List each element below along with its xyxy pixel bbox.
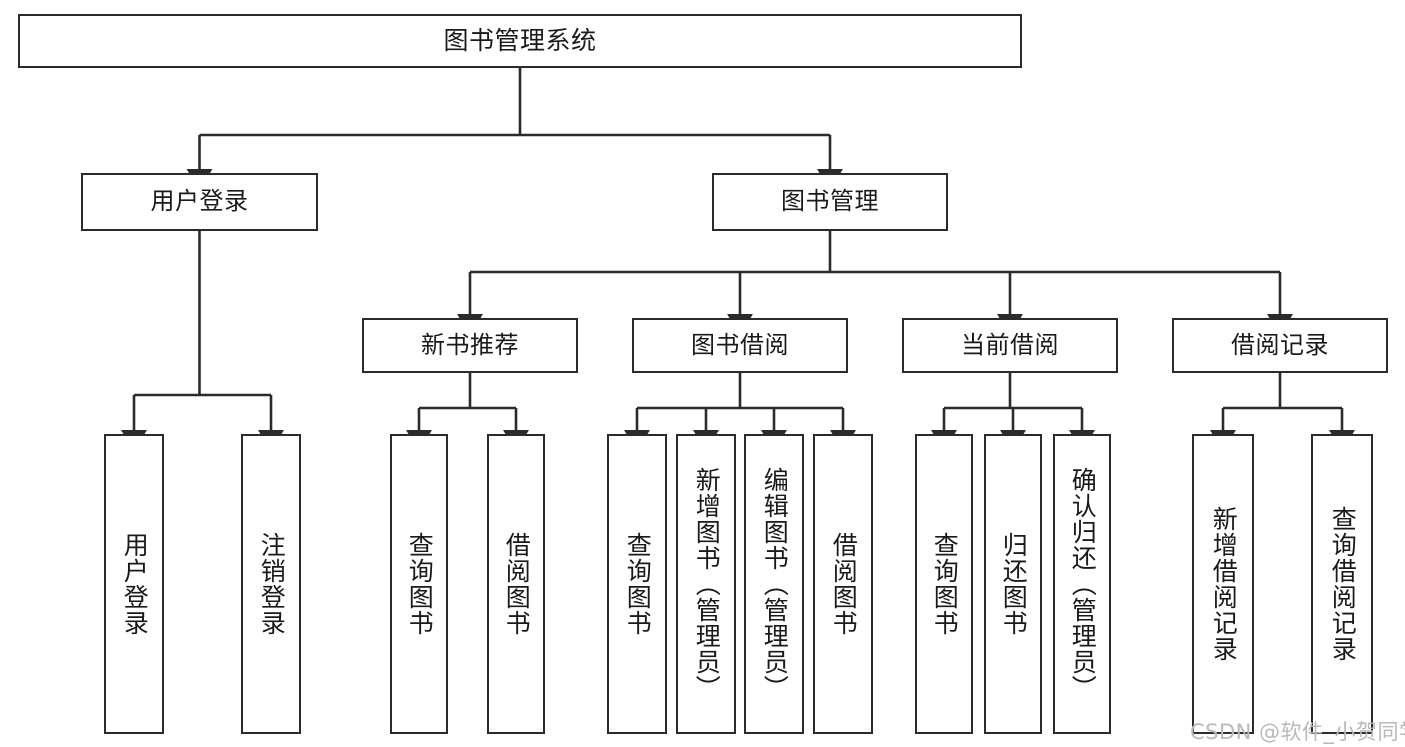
node-label-book-borrow: 图书借阅 xyxy=(691,330,789,359)
node-label-borrow-add-book: 新增图书（管理员） xyxy=(692,467,722,701)
watermark-text: CSDN @软件_小贺同学 xyxy=(1190,720,1405,744)
node-label-book-manage: 图书管理 xyxy=(781,187,879,216)
node-label-current-borrow: 当前借阅 xyxy=(961,330,1059,359)
node-recommend-borrow-book[interactable]: 借阅图书 xyxy=(487,434,545,734)
node-label-new-book-recommend: 新书推荐 xyxy=(421,330,519,359)
node-record-add[interactable]: 新增借阅记录 xyxy=(1192,434,1254,734)
node-label-borrow-record: 借阅记录 xyxy=(1231,330,1329,359)
node-root[interactable]: 图书管理系统 xyxy=(18,14,1022,68)
node-borrow-edit-book[interactable]: 编辑图书（管理员） xyxy=(744,434,804,734)
node-label-current-confirm-return: 确认归还（管理员） xyxy=(1068,467,1098,701)
node-recommend-query-book[interactable]: 查询图书 xyxy=(390,434,448,734)
node-borrow-borrow-book[interactable]: 借阅图书 xyxy=(813,434,873,734)
node-book-manage[interactable]: 图书管理 xyxy=(712,173,948,231)
node-current-return-book[interactable]: 归还图书 xyxy=(984,434,1042,734)
node-current-confirm-return[interactable]: 确认归还（管理员） xyxy=(1053,434,1111,734)
node-user-login-do[interactable]: 用户登录 xyxy=(104,434,164,734)
node-user-logout[interactable]: 注销登录 xyxy=(241,434,301,734)
node-book-borrow[interactable]: 图书借阅 xyxy=(632,318,848,373)
node-label-recommend-borrow-book: 借阅图书 xyxy=(502,532,532,636)
node-current-query-book[interactable]: 查询图书 xyxy=(915,434,973,734)
node-record-query[interactable]: 查询借阅记录 xyxy=(1311,434,1373,734)
node-label-borrow-query-book: 查询图书 xyxy=(623,532,653,636)
node-borrow-record[interactable]: 借阅记录 xyxy=(1172,318,1388,373)
node-label-user-logout: 注销登录 xyxy=(257,532,287,636)
node-label-record-query: 查询借阅记录 xyxy=(1328,506,1358,662)
node-label-root: 图书管理系统 xyxy=(443,25,597,55)
node-label-borrow-edit-book: 编辑图书（管理员） xyxy=(760,467,790,701)
node-label-record-add: 新增借阅记录 xyxy=(1209,506,1239,662)
node-borrow-query-book[interactable]: 查询图书 xyxy=(607,434,667,734)
node-label-current-return-book: 归还图书 xyxy=(999,532,1029,636)
node-label-user-login: 用户登录 xyxy=(150,187,249,216)
node-label-recommend-query-book: 查询图书 xyxy=(405,532,435,636)
node-current-borrow[interactable]: 当前借阅 xyxy=(902,318,1118,373)
node-user-login[interactable]: 用户登录 xyxy=(81,173,318,231)
node-label-borrow-borrow-book: 借阅图书 xyxy=(829,532,859,636)
node-label-current-query-book: 查询图书 xyxy=(930,532,960,636)
node-borrow-add-book[interactable]: 新增图书（管理员） xyxy=(676,434,736,734)
node-label-user-login-do: 用户登录 xyxy=(120,532,150,636)
node-new-book-recommend[interactable]: 新书推荐 xyxy=(362,318,578,373)
